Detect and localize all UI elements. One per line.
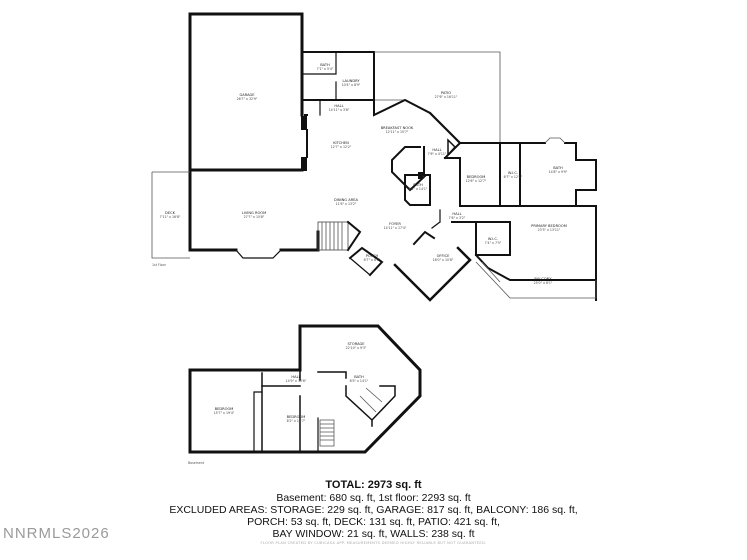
floor-areas: Basement: 680 sq. ft, 1st floor: 2293 sq… xyxy=(276,492,471,504)
total-area: TOTAL: 2973 sq. ft xyxy=(325,479,422,491)
room-dims: 23'3" x 13'11" xyxy=(538,228,561,232)
mls-watermark: NNRMLS2026 xyxy=(3,525,110,542)
room-dims: 7'11" x 16'8" xyxy=(160,215,181,219)
floor-plan: BATH 7'1" x 5'4" LAUNDRY 10'4" x 8'9" GA… xyxy=(151,12,597,465)
room-name: BEDROOM xyxy=(287,415,306,419)
room-dims: 14'11" x 3'8" xyxy=(329,108,350,112)
room-name: PRIMARY BEDROOM xyxy=(531,224,567,228)
room-name: LAUNDRY xyxy=(342,79,360,83)
excluded-areas-line-3: BAY WINDOW: 21 sq. ft, WALLS: 238 sq. ft xyxy=(272,528,475,540)
room-name: OFFICE xyxy=(437,254,451,258)
room-dims: 26'7" x 32'9" xyxy=(237,97,258,101)
room-dims: 6'7" x 12'1" xyxy=(504,175,523,179)
room-dims: 7'4" x 7'5" xyxy=(485,241,502,245)
room-name: W.I.C. xyxy=(508,171,518,175)
room-name: KITCHEN xyxy=(333,141,349,145)
room-name: DINING AREA xyxy=(334,198,358,202)
upper-floor-labels: BATH 7'1" x 5'4" LAUNDRY 10'4" x 8'9" GA… xyxy=(152,63,568,285)
room-dims: 8'1" x 14'1" xyxy=(409,187,428,191)
floor-label: Basement xyxy=(188,461,205,465)
room-name: BATH xyxy=(354,375,364,379)
room-name: BEDROOM xyxy=(215,407,234,411)
room-name: GARAGE xyxy=(239,93,255,97)
room-dims: 14'9" x 10'6" xyxy=(286,379,307,383)
room-name: LIVING ROOM xyxy=(242,211,266,215)
room-name: HALL xyxy=(334,104,343,108)
room-dims: 15'7" x 19'4" xyxy=(214,411,235,415)
stairs-upper xyxy=(317,220,362,252)
basement-walls xyxy=(188,324,422,454)
room-name: BATH xyxy=(553,166,563,170)
room-dims: 22'10" x 9'3" xyxy=(346,346,367,350)
room-name: BATH xyxy=(320,63,330,67)
room-dims: 27'6" x 16'11" xyxy=(435,95,458,99)
floor-label: 1st Floor xyxy=(152,263,167,267)
room-name: BREAKFAST NOOK xyxy=(381,126,414,130)
excluded-areas-line-2: PORCH: 53 sq. ft, DECK: 131 sq. ft, PATI… xyxy=(247,516,500,528)
stairs-basement xyxy=(319,419,335,447)
room-dims: 7'6" x 4'11" xyxy=(428,152,447,156)
basement-labels: STORAGE 22'10" x 9'3" HALL 14'9" x 10'6"… xyxy=(188,342,369,465)
room-dims: 7'6" x 3'2" xyxy=(449,216,466,220)
disclaimer-text: FLOOR PLAN CREATED BY CUBICASA APP. MEAS… xyxy=(260,541,487,545)
room-name: FOYER xyxy=(389,222,401,226)
room-name: W.I.C. xyxy=(488,237,498,241)
room-name: BEDROOM xyxy=(467,175,486,179)
room-dims: 27'7" x 15'8" xyxy=(244,215,265,219)
room-dims: 12'7" x 12'2" xyxy=(331,145,352,149)
room-name: DECK xyxy=(165,211,176,215)
room-name: BATH xyxy=(413,183,423,187)
room-dims: 18'0" x 10'8" xyxy=(433,258,454,262)
room-name: HALL xyxy=(291,375,300,379)
room-dims: 6'7" x 8'0" xyxy=(364,258,381,262)
room-dims: 25'0" x 8'1" xyxy=(534,281,553,285)
room-name: PATIO xyxy=(441,91,451,95)
room-name: PORCH xyxy=(366,254,379,258)
room-dims: 11'6" x 13'2" xyxy=(336,202,357,206)
room-dims: 8'2" x 12'7" xyxy=(287,419,306,423)
upper-floor-walls xyxy=(151,12,597,302)
room-name: HALL xyxy=(432,148,441,152)
room-dims: 7'1" x 5'4" xyxy=(317,67,334,71)
room-dims: 10'4" x 8'9" xyxy=(342,83,361,87)
room-dims: 12'11" x 15'7" xyxy=(386,130,409,134)
room-dims: 14'8" x 9'9" xyxy=(549,170,568,174)
excluded-areas-line-1: EXCLUDED AREAS: STORAGE: 229 sq. ft, GAR… xyxy=(169,504,578,516)
room-dims: 12'6" x 12'7" xyxy=(466,179,487,183)
room-name: BALCONY xyxy=(534,277,552,281)
room-dims: 14'11" x 17'4" xyxy=(384,226,407,230)
room-name: HALL xyxy=(452,212,461,216)
room-dims: 8'5" x 14'1" xyxy=(350,379,369,383)
room-name: STORAGE xyxy=(347,342,365,346)
